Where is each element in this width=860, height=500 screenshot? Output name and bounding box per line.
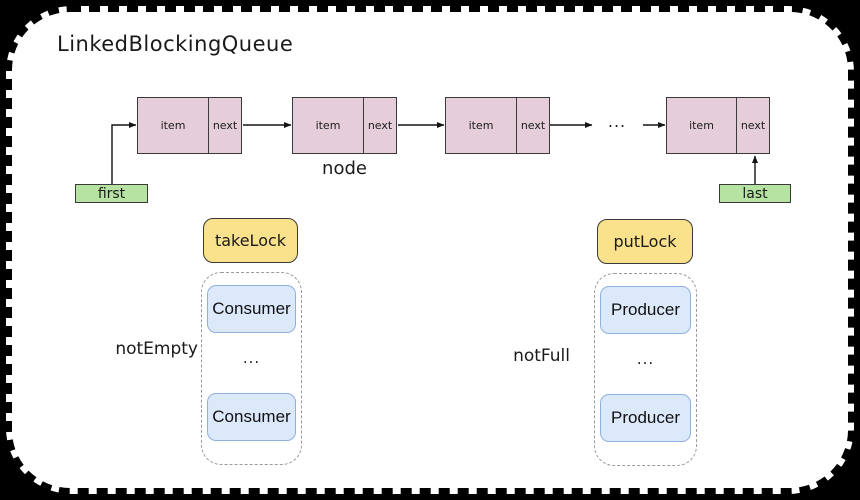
consumer-queue-container: Consumer ... Consumer [201, 272, 302, 465]
take-lock-box: takeLock [203, 218, 298, 263]
node-item-cell: item [293, 98, 364, 153]
producer-box: Producer [600, 286, 691, 334]
producer-queue-container: Producer ... Producer [594, 273, 697, 466]
not-full-condition-label: notFull [513, 346, 570, 366]
last-pointer-label: last [719, 184, 791, 203]
consumer-box: Consumer [207, 285, 296, 333]
put-lock-box: putLock [597, 219, 693, 264]
node-next-cell: next [740, 119, 766, 132]
consumer-box: Consumer [207, 393, 296, 441]
consumer-ellipsis: ... [242, 349, 261, 367]
node-item-cell: item [667, 98, 737, 153]
list-node-1: item next [137, 97, 242, 154]
node-next-cell: next [520, 119, 546, 132]
list-node-4: item next [666, 97, 770, 154]
not-empty-condition-label: notEmpty [115, 339, 198, 359]
first-pointer-arrow [111, 122, 137, 184]
node-next-cell: next [212, 119, 238, 132]
producer-box: Producer [600, 394, 691, 442]
list-node-3: item next [445, 97, 550, 154]
node-next-cell: next [367, 119, 393, 132]
first-pointer-label: first [75, 184, 148, 203]
list-node-2: item next [292, 97, 397, 154]
node-item-cell: item [446, 98, 517, 153]
producer-ellipsis: ... [636, 350, 655, 368]
node-item-cell: item [138, 98, 209, 153]
